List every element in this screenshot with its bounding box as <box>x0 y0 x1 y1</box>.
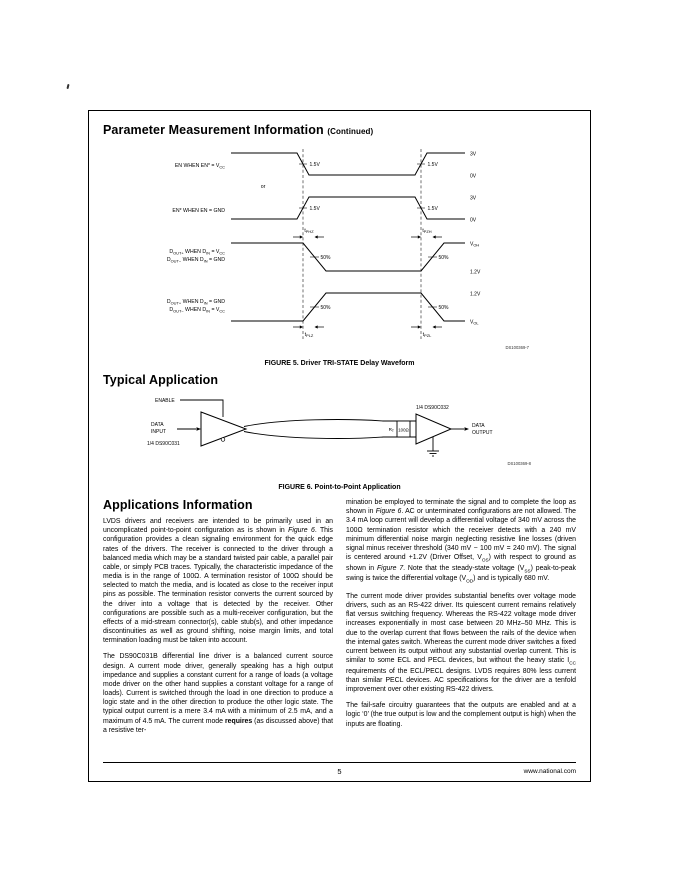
fifty-label-3: 50% <box>321 305 332 311</box>
signal-label-doutm-gnd: DOUT− WHEN DIN = GND <box>167 257 225 263</box>
level-voh: VOH <box>470 242 479 248</box>
en-waveform-path <box>231 152 465 176</box>
data-output-label-line1: DATA <box>472 423 485 429</box>
threshold-label-4: 1.5V <box>428 206 439 212</box>
figure6-document-code: DS100369-8 <box>507 461 531 466</box>
enable-label: ENABLE <box>155 398 175 404</box>
level-vol: VOL <box>470 320 479 326</box>
data-input-label-line2: INPUT <box>151 429 166 435</box>
tplz-measure: tPLZ <box>293 325 324 338</box>
signal-label-doutp-vcc: DOUT+ WHEN DIN = VCC <box>169 249 225 255</box>
data-output-arrowhead <box>464 427 469 431</box>
rt-label: RT <box>389 427 394 433</box>
figure6-caption: FIGURE 6. Point-to-Point Application <box>278 484 401 491</box>
level-labels: 3V 0V 3V 0V VOH 1.2V 1.2V VOL <box>470 152 481 326</box>
threshold-marks: 1.5V 1.5V 1.5V 1.5V <box>299 162 438 212</box>
level-0v-2: 0V <box>470 218 477 224</box>
threshold-label-2: 1.5V <box>428 162 439 168</box>
body-paragraph: LVDS drivers and receivers are intended … <box>103 518 333 645</box>
heading-continued-text: (Continued) <box>327 127 374 136</box>
enable-wire <box>180 399 224 417</box>
applications-column-right: mination be employed to terminate the si… <box>346 498 576 742</box>
website-url: www.national.com <box>523 768 576 775</box>
driver-part-label: 1/4 DS90C031 <box>147 441 180 447</box>
tpzh-measure: tPZH <box>411 228 442 239</box>
fifty-label-1: 50% <box>321 255 332 261</box>
signal-label-en: EN WHEN EN* = VCC <box>175 163 225 169</box>
fifty-label-4: 50% <box>439 305 450 311</box>
figure5-caption: FIGURE 5. Driver TRI-STATE Delay Wavefor… <box>264 360 415 367</box>
differential-pair-bottom <box>243 431 416 439</box>
section-heading-typical-application: Typical Application <box>103 373 219 387</box>
driver-enable-bubble <box>220 437 226 442</box>
figure6-circuit-diagram: ENABLE DATA INPUT 1/4 DS90C031 100Ω RT <box>133 389 576 482</box>
level-0v-1: 0V <box>470 174 477 180</box>
section-heading-applications: Applications Information <box>103 498 253 512</box>
signal-label-doutp-gnd: DOUT+ WHEN DIN = GND <box>167 299 225 305</box>
body-paragraph: mination be employed to terminate the si… <box>346 499 576 584</box>
tphz-label: tPHZ <box>304 228 314 234</box>
tpzl-label: tPZL <box>423 332 432 338</box>
point-to-point-circuit-svg: ENABLE DATA INPUT 1/4 DS90C031 100Ω RT <box>147 398 532 466</box>
dout-high-to-z-waveform-path <box>231 242 465 272</box>
heading-text: Parameter Measurement Information <box>103 123 324 137</box>
data-input-arrowhead <box>196 427 201 431</box>
body-paragraph: The DS90C031B differential line driver i… <box>103 653 333 734</box>
threshold-label-1: 1.5V <box>310 162 321 168</box>
level-3v-2: 3V <box>470 196 477 202</box>
tplz-label: tPLZ <box>305 332 314 338</box>
termination-resistor-value: 100Ω <box>398 427 409 432</box>
page-footer: 5 www.national.com <box>103 762 576 778</box>
tri-state-waveform-svg: 1.5V 1.5V 1.5V 1.5V 50% 50% 50% <box>167 149 530 350</box>
signal-label-or: or <box>261 184 266 190</box>
fifty-label-2: 50% <box>439 255 450 261</box>
page-number: 5 <box>337 767 342 776</box>
body-paragraph: The current mode driver provides substan… <box>346 592 576 694</box>
fifty-percent-marks: 50% 50% 50% 50% <box>310 255 449 311</box>
signal-label-en-star: EN* WHEN EN = GND <box>172 208 225 214</box>
termination-resistor-box <box>396 420 411 438</box>
receiver-part-label: 1/4 DS90C032 <box>416 405 449 411</box>
tpzl-measure: tPZL <box>411 325 442 338</box>
differential-pair-top <box>243 419 416 427</box>
section-heading-parameter-measurement: Parameter Measurement Information (Conti… <box>103 123 576 137</box>
scan-artifact-mark <box>66 83 70 90</box>
en-star-waveform-path <box>231 196 465 220</box>
signal-label-doutm-vcc: DOUT− WHEN DIN = VCC <box>169 307 225 313</box>
level-12v-2: 1.2V <box>470 292 481 298</box>
threshold-label-3: 1.5V <box>310 206 321 212</box>
tpzh-label: tPZH <box>422 228 431 234</box>
level-12v-1: 1.2V <box>470 270 481 276</box>
figure5-document-code: DS100369-7 <box>505 345 529 350</box>
receiver-triangle <box>415 413 453 445</box>
data-output-label-line2: OUTPUT <box>472 430 493 436</box>
body-paragraph: The fail-safe circuitry guarantees that … <box>346 702 576 728</box>
applications-column-left: Applications Information LVDS drivers an… <box>103 498 333 742</box>
data-input-label-line1: DATA <box>151 422 164 428</box>
applications-information-section: Applications Information LVDS drivers an… <box>103 498 576 742</box>
ground-symbol <box>427 437 439 457</box>
datasheet-page: Parameter Measurement Information (Conti… <box>88 110 591 782</box>
level-3v-1: 3V <box>470 152 477 158</box>
figure5-waveform-diagram: 1.5V 1.5V 1.5V 1.5V 50% 50% 50% <box>113 141 576 358</box>
dout-low-to-z-waveform-path <box>231 292 465 322</box>
tphz-measure: tPHZ <box>293 228 324 239</box>
page-content: Parameter Measurement Information (Conti… <box>89 111 590 781</box>
